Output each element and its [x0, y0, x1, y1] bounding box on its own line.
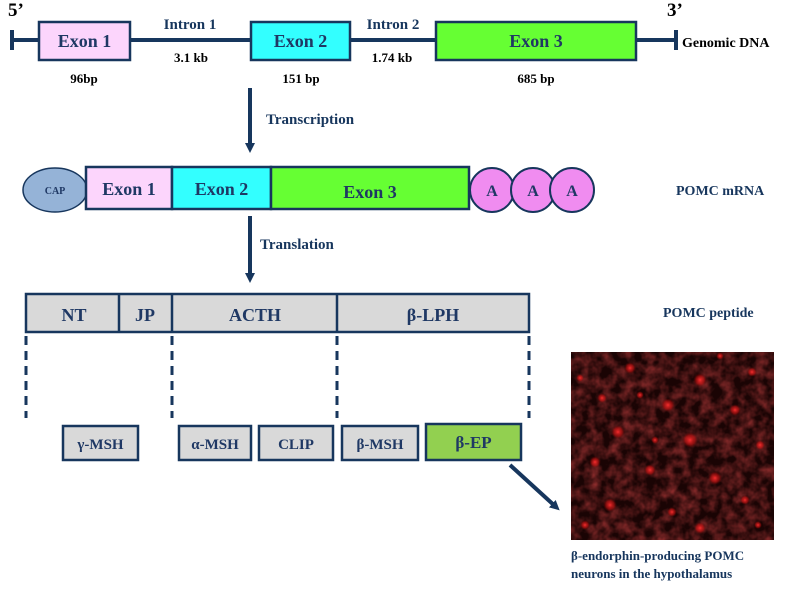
- exon-1-size: 96bp: [70, 71, 97, 86]
- micrograph-arrow: [508, 463, 560, 511]
- segment-jp: JP: [135, 305, 155, 325]
- mrna-exon-2-label: Exon 2: [195, 179, 249, 199]
- dna-exon-1: [37, 20, 132, 62]
- genomic-dna-label: Genomic DNA: [682, 36, 770, 51]
- three-prime-label: 3’: [667, 0, 683, 21]
- polya-a-1: A: [486, 183, 498, 200]
- product-beta-ep: [424, 422, 523, 462]
- dna-exon-3-label: Exon 3: [509, 31, 563, 51]
- cleavage-guides: [24, 336, 531, 418]
- segment-nt: NT: [61, 305, 86, 325]
- pomc-mrna-label: POMC mRNA: [676, 184, 765, 199]
- intron-2-label: Intron 2: [367, 17, 420, 33]
- transcription-label: Transcription: [266, 112, 355, 128]
- dna-exon-3: [434, 20, 638, 62]
- genomic-dna-row: 5’ 3’ Exon 1 Exon 2 Exon 3 Intron 1 Intr…: [8, 0, 770, 86]
- micrograph-caption-line-2: neurons in the hypothalamus: [571, 566, 732, 581]
- intron-1-size: 3.1 kb: [174, 50, 208, 65]
- product-alpha-msh: [177, 424, 253, 462]
- intron-2-size: 1.74 kb: [372, 50, 412, 65]
- products-row: γ-MSH α-MSH CLIP β-MSH β-EP: [61, 422, 523, 462]
- product-gamma-msh-label: γ-MSH: [76, 437, 124, 453]
- micrograph-caption-line-1: β-endorphin-producing POMC: [571, 548, 744, 563]
- product-gamma-msh: [61, 424, 140, 462]
- polya-a-3: A: [566, 183, 578, 200]
- segment-acth: ACTH: [229, 305, 281, 325]
- product-beta-msh-label: β-MSH: [356, 437, 403, 453]
- translation-label: Translation: [260, 237, 335, 253]
- mrna-exon-2: [170, 165, 273, 211]
- product-alpha-msh-label: α-MSH: [191, 437, 239, 453]
- micrograph-neurons: [576, 352, 765, 534]
- product-beta-ep-label: β-EP: [455, 433, 491, 452]
- product-clip-label: CLIP: [278, 437, 314, 453]
- exon-2-size: 151 bp: [282, 71, 319, 86]
- product-beta-msh: [340, 424, 420, 462]
- dna-exon-2: [249, 20, 352, 62]
- mrna-exon-1: [84, 165, 174, 211]
- product-clip: [257, 424, 335, 462]
- exon-3-size: 685 bp: [517, 71, 554, 86]
- mrna-exon-1-label: Exon 1: [102, 179, 156, 199]
- peptide-row: NT JP ACTH β-LPH POMC peptide: [24, 292, 754, 334]
- cap-label: CAP: [45, 186, 66, 197]
- five-prime-label: 5’: [8, 0, 24, 21]
- pomc-peptide-label: POMC peptide: [663, 306, 754, 321]
- dna-exon-1-label: Exon 1: [58, 31, 112, 51]
- mrna-exon-3: [269, 165, 471, 211]
- polya-a-2: A: [527, 183, 539, 200]
- dna-exon-2-label: Exon 2: [274, 31, 328, 51]
- mrna-row: CAP Exon 1 Exon 2 Exon 3 A A A POMC mRNA: [22, 165, 765, 213]
- peptide-bar: [24, 292, 531, 334]
- intron-1-label: Intron 1: [164, 17, 217, 33]
- mrna-exon-3-label: Exon 3: [343, 182, 397, 202]
- micrograph-image: [571, 352, 774, 540]
- polya-circle-3: [549, 167, 595, 213]
- segment-beta-lph: β-LPH: [407, 305, 459, 325]
